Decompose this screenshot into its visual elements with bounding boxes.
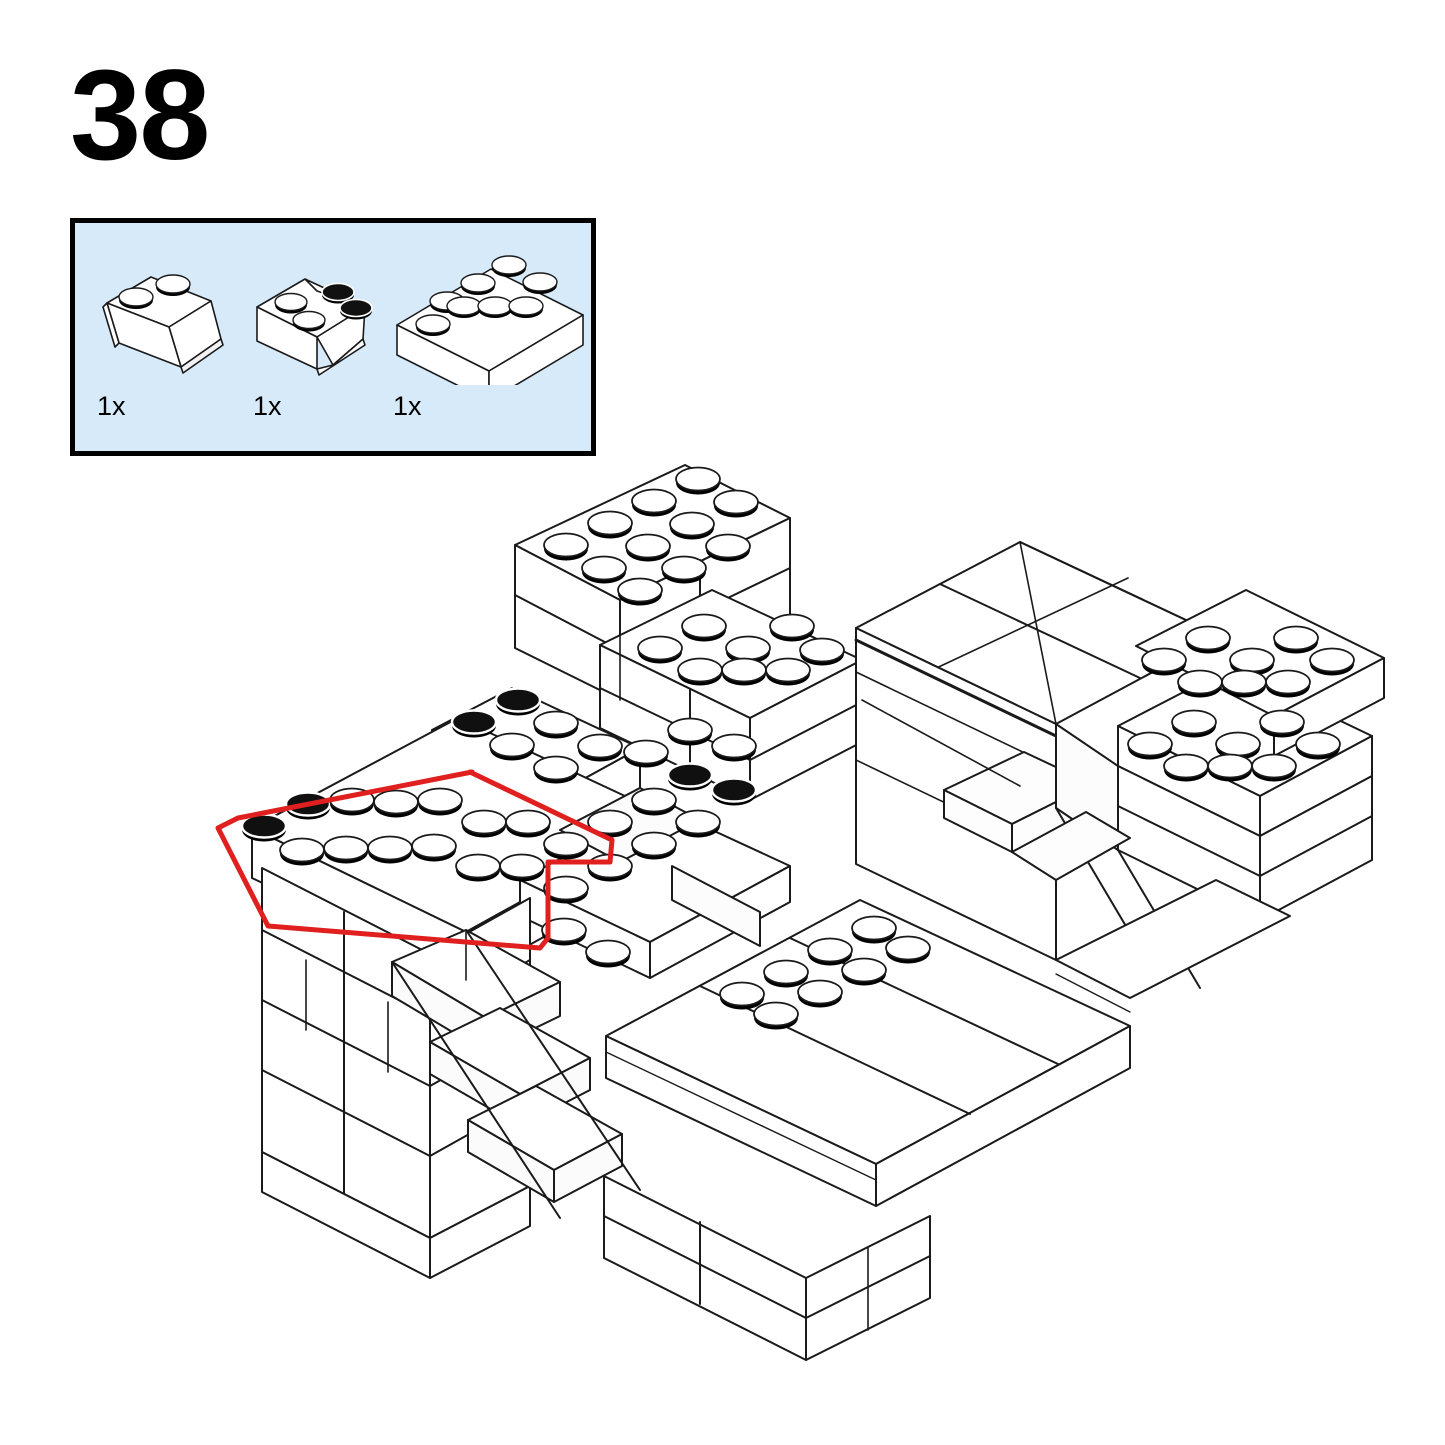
part-quantity-label: 1x (253, 391, 282, 421)
inverted-slope-brick-2x2-icon (243, 253, 393, 388)
part-quantity-label: 1x (97, 391, 126, 421)
part-quantity-label: 1x (393, 391, 422, 421)
part-item-brick-2x4: 1x (385, 223, 595, 451)
part-item-inverted-slope-brick-2x2: 1x (235, 223, 385, 451)
brick-2x4-icon (387, 245, 597, 402)
step-number: 38 (70, 44, 210, 187)
new-parts-highlight-outline (215, 769, 615, 951)
parts-callout-box: 1x (70, 218, 596, 456)
slope-brick-2x2-icon (89, 261, 239, 386)
model-studs (240, 466, 1355, 1031)
part-item-slope-brick-2x2: 1x (75, 223, 235, 451)
